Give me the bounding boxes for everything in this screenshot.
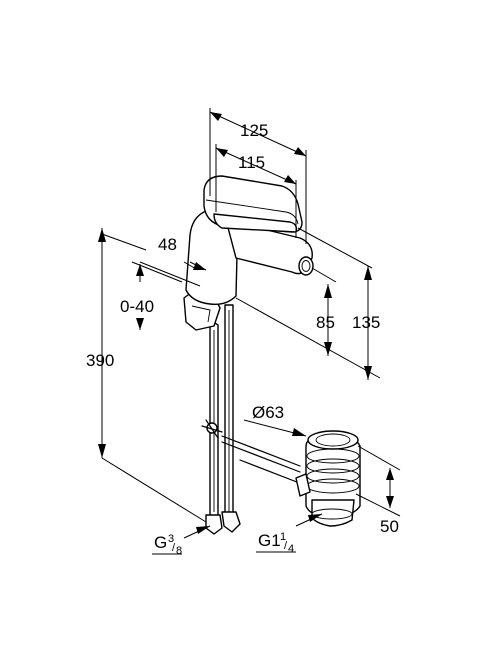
svg-text:/: / xyxy=(284,540,288,552)
dim-115-label: 115 xyxy=(238,153,265,172)
dim-85 xyxy=(235,267,381,379)
svg-text:/: / xyxy=(172,542,176,554)
spout-aerator xyxy=(298,256,314,276)
lift-rod xyxy=(221,435,301,467)
dim-390 xyxy=(98,228,207,523)
dim-50-label: 50 xyxy=(380,517,399,536)
svg-text:G: G xyxy=(154,533,167,552)
dim-48 xyxy=(101,233,207,271)
hose-nut-right xyxy=(221,511,241,533)
svg-text:G1: G1 xyxy=(258,531,281,550)
pop-up-waste xyxy=(221,430,361,527)
hose-clip xyxy=(201,419,223,439)
thread-g114: G1 1 / 4 xyxy=(256,513,323,555)
dim-63-label: Ø63 xyxy=(252,403,284,422)
dim-63 xyxy=(243,419,307,437)
dim-115 xyxy=(215,144,297,238)
waste-lever xyxy=(295,473,311,497)
dim-50 xyxy=(355,445,401,517)
dim-125 xyxy=(209,108,307,244)
thread-g38: G 3 / 8 xyxy=(152,525,211,557)
faucet-column xyxy=(185,205,239,306)
svg-text:1: 1 xyxy=(280,531,286,543)
dim-0-40 xyxy=(131,261,201,330)
dim-135-label: 135 xyxy=(352,313,380,332)
dim-125-label: 125 xyxy=(240,121,268,140)
svg-text:4: 4 xyxy=(288,543,294,555)
dim-85-label: 85 xyxy=(316,313,335,332)
dim-135 xyxy=(297,227,373,380)
dim-390-label: 390 xyxy=(86,351,114,370)
hose-nut-left xyxy=(205,514,223,535)
dim-0-40-label: 0-40 xyxy=(120,297,154,316)
faucet xyxy=(183,175,314,535)
svg-text:3: 3 xyxy=(168,533,174,545)
waste-tailpiece xyxy=(311,499,355,527)
svg-text:8: 8 xyxy=(176,545,182,557)
dim-48-label: 48 xyxy=(158,235,177,254)
